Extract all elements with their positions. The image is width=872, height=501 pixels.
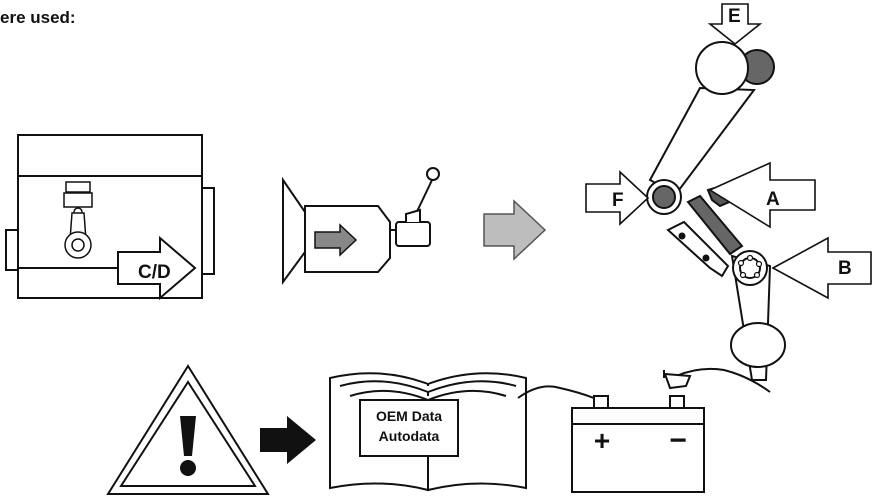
engine-block-illustration bbox=[5, 134, 215, 301]
engine-left-tab bbox=[5, 229, 19, 271]
refer-arrow bbox=[260, 416, 316, 464]
cd-arrow bbox=[117, 235, 197, 301]
gearbox-illustration bbox=[282, 167, 440, 286]
gearbox-shift-arrow bbox=[314, 223, 358, 257]
crank-label-b: B bbox=[838, 258, 852, 279]
piston-icon bbox=[63, 181, 93, 259]
crank-arrow-a bbox=[708, 161, 816, 229]
crank-assembly-illustration bbox=[585, 3, 872, 381]
crank-arrow-f bbox=[585, 170, 650, 226]
crank-label-f: F bbox=[612, 190, 624, 211]
manual-line1: OEM Data bbox=[376, 408, 442, 424]
section-heading: ere used: bbox=[0, 8, 76, 27]
next-step-arrow bbox=[483, 199, 547, 261]
battery-icon bbox=[517, 367, 771, 493]
manual-book-icon bbox=[329, 372, 527, 492]
crank-label-e: E bbox=[728, 6, 741, 27]
engine-right-tab bbox=[201, 187, 215, 275]
manual-line2: Autodata bbox=[379, 428, 440, 444]
crank-arrow-b bbox=[771, 236, 872, 300]
crank-arrow-e bbox=[707, 3, 763, 46]
battery-plus: + bbox=[594, 425, 610, 456]
battery-minus: − bbox=[669, 424, 687, 457]
engine-cd-label: C/D bbox=[138, 262, 171, 283]
warning-icon bbox=[106, 364, 270, 495]
crank-label-a: A bbox=[766, 189, 780, 210]
